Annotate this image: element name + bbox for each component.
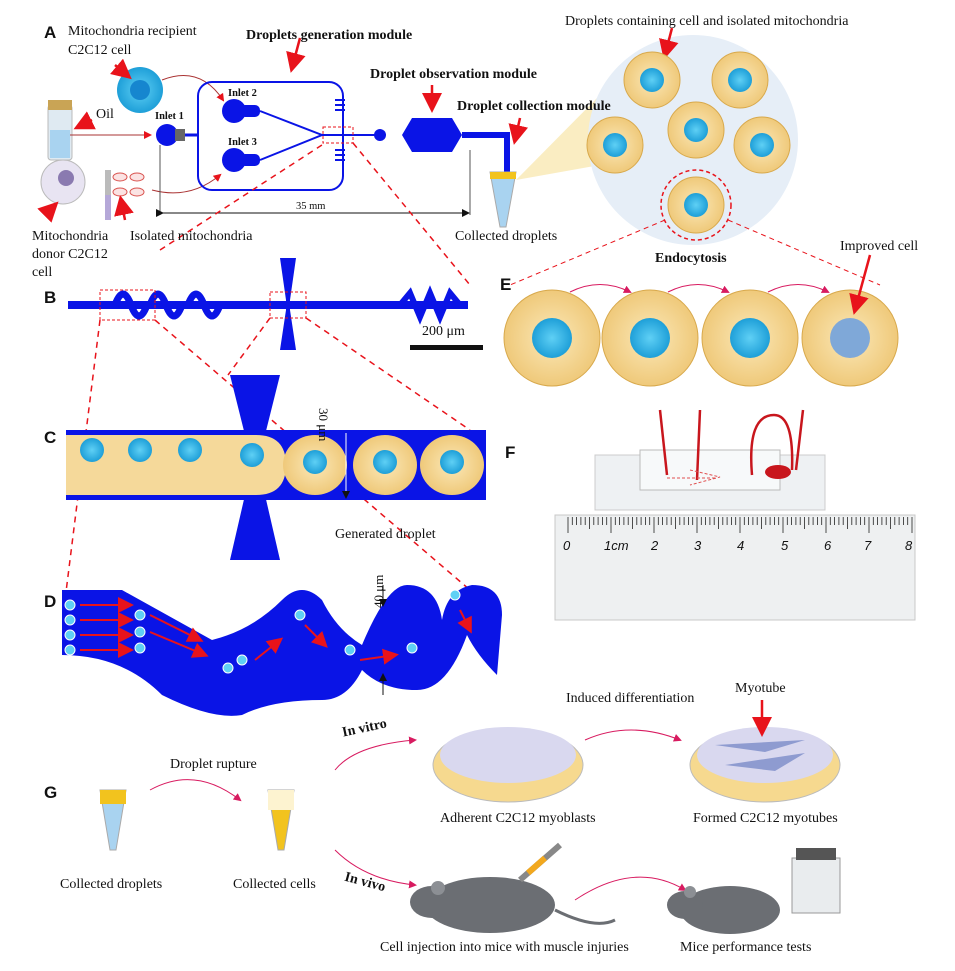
ruler-label-8: 8: [905, 538, 913, 553]
ruler-label-1cm: 1cm: [604, 538, 629, 553]
scale-35mm-label: 35 mm: [296, 201, 326, 212]
inlet-3: [222, 148, 246, 172]
improved-cell-label: Improved cell: [840, 239, 919, 254]
observation-module: [380, 118, 462, 152]
treadmill-icon: [791, 857, 841, 914]
generated-droplet-label: Generated droplet: [335, 527, 436, 542]
donor-label-2: donor C2C12: [32, 247, 108, 262]
ruler-label-3: 3: [694, 538, 702, 553]
panel-b-graphics: [64, 258, 483, 601]
ruler: [554, 514, 916, 621]
petri-dish-myotubes: [689, 727, 841, 803]
collected-droplets-g-label: Collected droplets: [60, 877, 163, 892]
c-droplets: [283, 435, 484, 495]
inlet-2: [222, 99, 246, 123]
endocytosis-label: Endocytosis: [655, 251, 727, 266]
mouse-injection-icon: [410, 877, 616, 933]
panel-g-graphics: [99, 700, 841, 934]
panel-c-graphics: [66, 375, 486, 560]
collection-module-label: Droplet collection module: [457, 99, 611, 114]
improved-cell: [801, 289, 899, 387]
panel-f-photo: [554, 409, 916, 621]
panel-label-a: A: [44, 23, 57, 42]
ruler-label-0: 0: [563, 538, 571, 553]
panel-label-f: F: [505, 443, 516, 462]
recipient-label-1: Mitochondria recipient: [68, 24, 197, 39]
mouse-test-icon: [667, 886, 780, 934]
myotubes-label: Formed C2C12 myotubes: [693, 811, 838, 826]
isolated-mitochondria-icon: [112, 172, 145, 197]
performance-tests-label: Mice performance tests: [680, 940, 812, 955]
panel-d-graphics: [62, 585, 502, 716]
channel-width-30um: 30 μm: [316, 408, 331, 442]
channel-width-40um: 40 μm: [371, 574, 386, 608]
panel-label-b: B: [44, 288, 57, 307]
panel-e-graphics: [503, 254, 899, 387]
panel-a-graphics: [37, 27, 881, 286]
droplet-rupture-label: Droplet rupture: [170, 757, 257, 772]
observation-module-label: Droplet observation module: [370, 67, 537, 82]
collected-cells-label: Collected cells: [233, 877, 316, 892]
collected-droplets-label: Collected droplets: [455, 229, 558, 244]
panel-label-g: G: [44, 783, 58, 802]
myotube-label: Myotube: [735, 681, 786, 696]
droplets-containing-label: Droplets containing cell and isolated mi…: [565, 14, 849, 29]
panel-label-d: D: [44, 592, 57, 611]
ruler-label-7: 7: [864, 538, 872, 553]
inlet-1: [156, 124, 178, 146]
ruler-label-6: 6: [824, 538, 832, 553]
inlet-1-label: Inlet 1: [155, 111, 184, 122]
inlet-2-label: Inlet 2: [228, 88, 257, 99]
scale-200um-label: 200 μm: [422, 324, 465, 339]
collection-tube-icon: [489, 171, 517, 228]
ruler-label-4: 4: [737, 538, 745, 553]
myoblasts-label: Adherent C2C12 myoblasts: [440, 811, 596, 826]
recipient-label-2: C2C12 cell: [68, 43, 132, 58]
ruler-label-5: 5: [781, 538, 789, 553]
droplet-cells: [586, 51, 791, 241]
petri-dish-myoblasts: [432, 727, 584, 803]
generation-module-label: Droplets generation module: [246, 28, 413, 43]
ruler-label-2: 2: [651, 538, 659, 553]
oil-label: Oil: [96, 107, 114, 122]
inlet-3-label: Inlet 3: [228, 137, 257, 148]
injection-label: Cell injection into mice with muscle inj…: [380, 940, 629, 955]
scale-bar-200um: [410, 345, 483, 350]
donor-label-1: Mitochondria: [32, 229, 109, 244]
donor-label-3: cell: [32, 265, 53, 280]
panel-label-c: C: [44, 428, 57, 447]
panel-label-e: E: [500, 275, 512, 294]
isolated-mitochondria-label: Isolated mitochondria: [130, 229, 253, 244]
induced-differentiation-label: Induced differentiation: [566, 691, 695, 706]
